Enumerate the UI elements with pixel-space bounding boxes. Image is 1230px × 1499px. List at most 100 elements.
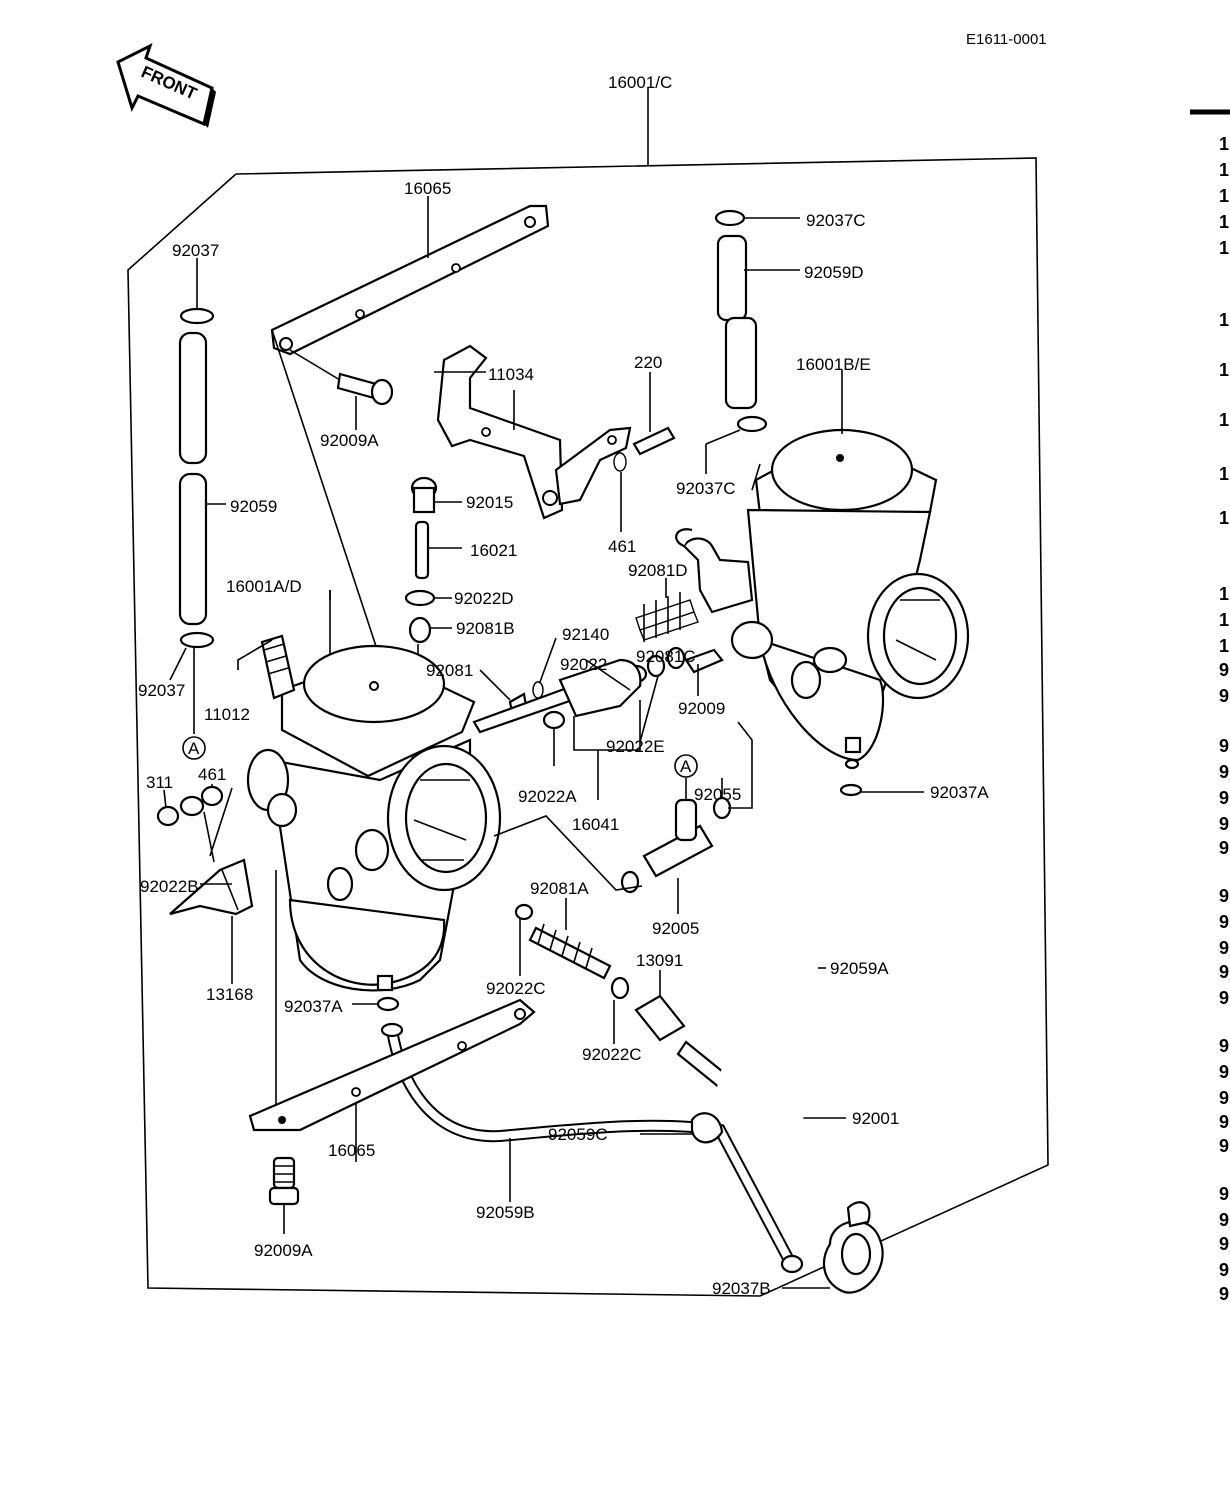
edge-digit: 9 <box>1219 1062 1229 1082</box>
edge-digit: 9 <box>1219 762 1229 782</box>
edge-digit: 9 <box>1219 1036 1229 1056</box>
label-92037B: 92037B <box>712 1279 771 1298</box>
fitting-92005 <box>493 721 753 914</box>
label-92059A: 92059A <box>830 959 889 978</box>
screw-220 <box>632 372 676 456</box>
label-92081D: 92081D <box>628 561 688 580</box>
edge-digit: 9 <box>1219 1260 1229 1280</box>
edge-digit: 9 <box>1219 912 1229 932</box>
hose-92059D <box>705 209 800 474</box>
throttle-shaft-16041 <box>472 658 642 800</box>
edge-digit: 9 <box>1219 1234 1229 1254</box>
bracket-13168 <box>169 858 254 984</box>
label-16001BE: 16001B/E <box>796 355 871 374</box>
label-92037-b: 92037 <box>138 681 185 700</box>
edge-digit: 9 <box>1219 938 1229 958</box>
label-92009A-top: 92009A <box>320 431 379 450</box>
hose-92059B <box>380 1022 804 1274</box>
label-92022D: 92022D <box>454 589 514 608</box>
small-parts-311-461 <box>156 784 233 863</box>
label-16001AD: 16001A/D <box>226 577 302 596</box>
label-461-top: 461 <box>608 537 636 556</box>
washer-92022C-a <box>514 903 534 976</box>
plug-92037A <box>352 996 400 1012</box>
label-92059D: 92059D <box>804 263 864 282</box>
label-13168: 13168 <box>206 985 253 1004</box>
label-92022B: 92022B <box>140 877 199 896</box>
leader-92037C <box>751 463 761 491</box>
label-92059B: 92059B <box>476 1203 535 1222</box>
label-92081A: 92081A <box>530 879 589 898</box>
label-92081B: 92081B <box>456 619 515 638</box>
marker-a-left: A <box>188 739 200 758</box>
label-461: 461 <box>198 765 226 784</box>
throttle-bracket-11034 <box>436 344 632 520</box>
part-labels: 16001/C 16065 92037 92009A 11034 220 920… <box>138 73 989 1298</box>
spring-92081A <box>528 898 612 980</box>
front-arrow-icon: FRONT <box>116 43 216 128</box>
edge-digit: 9 <box>1219 838 1229 858</box>
edge-digit: 9 <box>1219 1184 1229 1204</box>
washer-92022C-b <box>610 976 630 1044</box>
edge-digit: 9 <box>1219 962 1229 982</box>
label-92022C-a: 92022C <box>486 979 546 998</box>
edge-digit: 9 <box>1219 686 1229 706</box>
edge-digit: 9 <box>1219 814 1229 834</box>
edge-digit: 9 <box>1219 988 1229 1008</box>
edge-digit: 1 <box>1219 508 1229 528</box>
label-92015: 92015 <box>466 493 513 512</box>
screw-92009A-bottom <box>268 1156 300 1234</box>
label-92022E: 92022E <box>606 737 665 756</box>
edge-digit: 1 <box>1219 584 1229 604</box>
edge-digit: 9 <box>1219 886 1229 906</box>
edge-digit: 1 <box>1219 636 1229 656</box>
label-92001: 92001 <box>852 1109 899 1128</box>
spring-92081D <box>635 578 699 642</box>
diagram-code: E1611-0001 <box>966 31 1047 48</box>
label-92037C-b: 92037C <box>676 479 736 498</box>
carburetor-16001AD <box>246 590 502 992</box>
edge-digit: 9 <box>1219 1088 1229 1108</box>
label-92059: 92059 <box>230 497 277 516</box>
edge-digit: 1 <box>1219 410 1229 430</box>
filter-11012 <box>237 634 296 700</box>
label-92081: 92081 <box>426 661 473 680</box>
adjuster-13091 <box>634 970 686 1042</box>
edge-digit: 9 <box>1219 1112 1229 1132</box>
label-92081C: 92081C <box>636 647 696 666</box>
edge-digit: 1 <box>1219 212 1229 232</box>
label-16041: 16041 <box>572 815 619 834</box>
screw-92009A-top <box>289 349 394 430</box>
label-16001C: 16001/C <box>608 73 672 92</box>
edge-digit: 1 <box>1219 160 1229 180</box>
label-220: 220 <box>634 353 662 372</box>
label-92005: 92005 <box>652 919 699 938</box>
edge-digit: 1 <box>1219 360 1229 380</box>
assembly-outline <box>127 157 1049 1297</box>
label-92022: 92022 <box>560 655 607 674</box>
clamp-92037B <box>782 1201 884 1294</box>
label-92055: 92055 <box>694 785 741 804</box>
label-92009: 92009 <box>678 699 725 718</box>
fuel-rail-16065-top <box>270 196 550 781</box>
edge-digit: 9 <box>1219 660 1229 680</box>
edge-digit: 9 <box>1219 736 1229 756</box>
edge-digit: 9 <box>1219 1284 1229 1304</box>
label-16065-bottom: 16065 <box>328 1141 375 1160</box>
needle-stack-92015 <box>404 476 462 664</box>
marker-a-right: A <box>680 757 692 776</box>
edge-digit: 1 <box>1219 610 1229 630</box>
edge-digit: 9 <box>1219 1210 1229 1230</box>
label-92059C: 92059C <box>548 1125 608 1144</box>
hose-92059 <box>169 258 226 760</box>
label-92037A-right: 92037A <box>930 783 989 802</box>
edge-digit: 1 <box>1219 134 1229 154</box>
label-311: 311 <box>146 773 173 792</box>
edge-digit: 1 <box>1219 238 1229 258</box>
washer-461-top <box>613 452 627 532</box>
label-92022C-b: 92022C <box>582 1045 642 1064</box>
label-92037: 92037 <box>172 241 219 260</box>
label-92037A-left: 92037A <box>284 997 343 1016</box>
